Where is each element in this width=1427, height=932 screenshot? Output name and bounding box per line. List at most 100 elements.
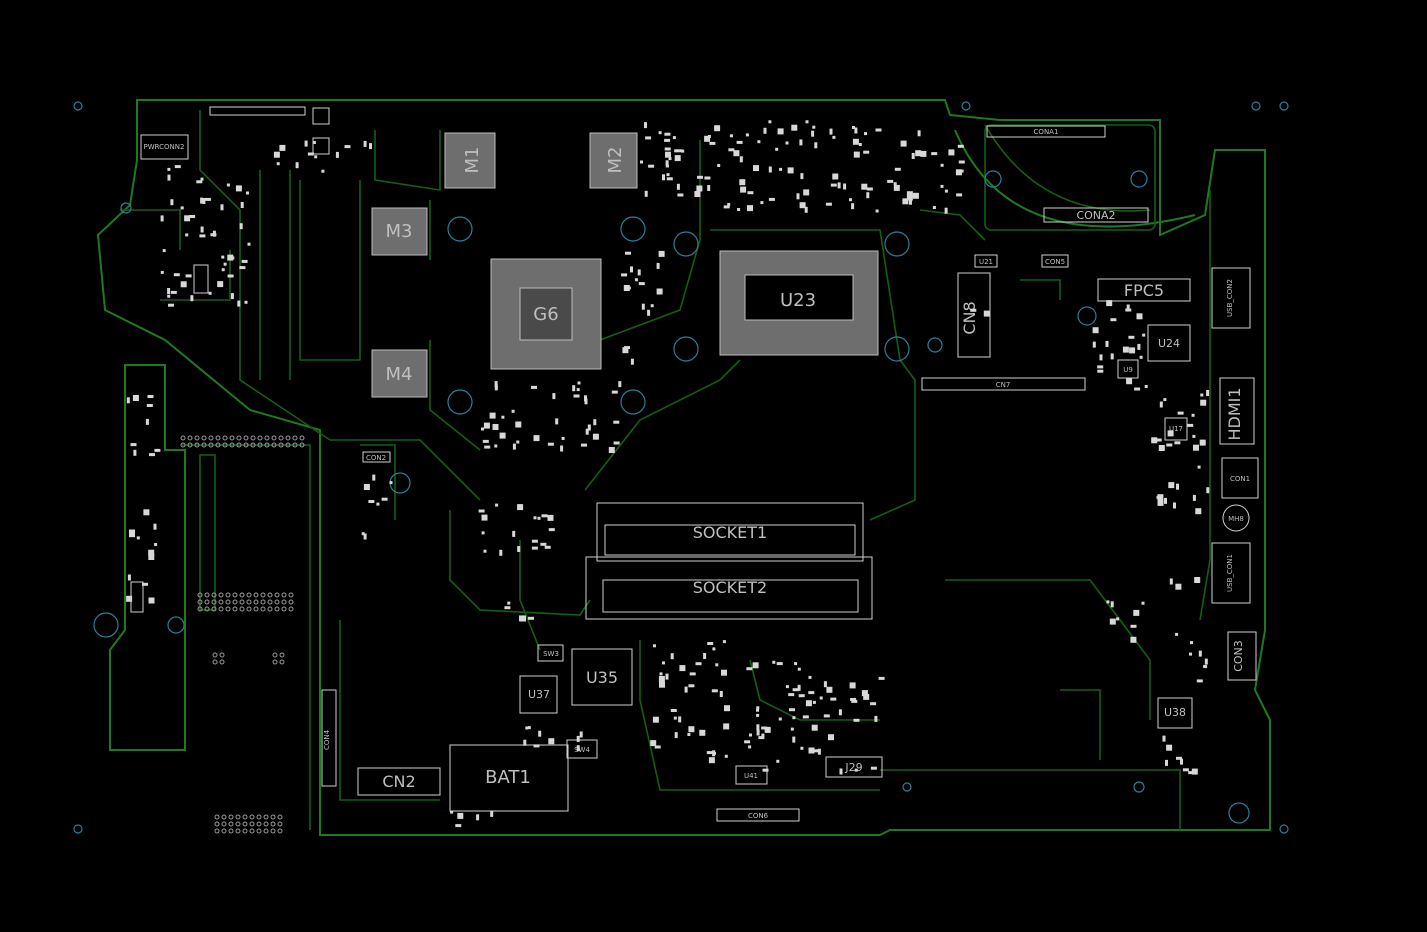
passive-pad: [230, 293, 234, 300]
passive-pad: [481, 531, 485, 535]
passive-pad: [627, 286, 631, 290]
passive-pad: [648, 164, 655, 168]
passive-pad: [746, 667, 753, 671]
passive-pad: [797, 684, 801, 691]
passive-pad: [481, 427, 484, 431]
passive-pad: [956, 193, 963, 197]
passive-pad: [1173, 502, 1176, 509]
passive-pad: [504, 606, 511, 610]
chip-top-small: [312, 107, 330, 125]
passive-pad: [129, 529, 135, 536]
passive-pad: [512, 443, 516, 450]
passive-pad: [1106, 600, 1110, 604]
passive-pad: [548, 738, 555, 745]
passive-pad: [717, 164, 721, 167]
passive-pad: [662, 661, 665, 665]
via: [243, 442, 249, 448]
passive-pad: [664, 138, 671, 142]
passive-pad: [239, 223, 243, 230]
passive-pad: [531, 385, 537, 389]
passive-pad: [1195, 508, 1202, 515]
passive-pad: [740, 186, 747, 193]
passive-pad: [665, 160, 669, 167]
board-outline: [96, 99, 1271, 836]
passive-pad: [200, 197, 204, 204]
passive-pad: [733, 150, 740, 157]
passive-pad: [146, 404, 153, 407]
passive-pad: [920, 150, 927, 157]
passive-pad: [247, 242, 251, 246]
passive-pad: [677, 193, 684, 197]
passive-pad: [912, 192, 919, 199]
passive-pad: [1167, 430, 1174, 437]
passive-pad: [722, 640, 726, 644]
via: [239, 599, 245, 605]
passive-pad: [279, 144, 286, 151]
passive-pad: [1097, 369, 1104, 373]
svg-text:CON6: CON6: [748, 812, 769, 820]
passive-pad: [544, 545, 551, 549]
passive-pad: [656, 262, 660, 269]
passive-pad: [958, 160, 965, 164]
passive-pad: [823, 714, 830, 718]
passive-pad: [745, 133, 749, 137]
passive-pad: [723, 723, 730, 730]
passive-pad: [368, 500, 375, 503]
passive-pad: [573, 394, 580, 398]
svg-text:M2: M2: [605, 147, 626, 174]
passive-pad: [312, 141, 316, 144]
passive-pad: [145, 418, 149, 425]
passive-pad: [1190, 641, 1193, 645]
passive-pad: [870, 766, 877, 770]
passive-pad: [760, 201, 764, 205]
passive-pad: [752, 662, 759, 669]
passive-pad: [455, 824, 462, 828]
svg-text:M4: M4: [386, 364, 413, 385]
via: [299, 442, 305, 448]
passive-pad: [1130, 636, 1137, 643]
passive-pad: [240, 202, 244, 208]
passive-pad: [1144, 385, 1148, 388]
connector-cn7: CN7: [921, 377, 1086, 391]
via: [236, 442, 242, 448]
passive-pad: [372, 474, 376, 481]
passive-pad: [579, 731, 583, 738]
passive-pad: [1162, 735, 1166, 742]
passive-pad: [217, 281, 224, 288]
passive-pad: [863, 693, 870, 700]
passive-pad: [1206, 487, 1210, 494]
via: [253, 606, 259, 612]
passive-pad: [785, 685, 789, 689]
chip-u38: U38: [1157, 697, 1193, 729]
via: [270, 821, 276, 827]
via: [270, 814, 276, 820]
passive-pad: [808, 691, 815, 695]
via: [236, 435, 242, 441]
passive-pad: [948, 149, 955, 156]
passive-pad: [483, 549, 487, 553]
passive-pad: [802, 715, 809, 719]
passive-pad: [656, 288, 663, 295]
passive-pad: [658, 131, 662, 135]
passive-pad: [695, 662, 702, 666]
via: [292, 442, 298, 448]
via: [211, 606, 217, 612]
passive-pad: [1158, 445, 1165, 451]
passive-pad: [756, 708, 759, 712]
passive-pad: [711, 689, 718, 693]
via: [204, 599, 210, 605]
svg-text:CONA2: CONA2: [1076, 209, 1115, 222]
passive-pad: [864, 132, 867, 136]
passive-pad: [665, 673, 669, 680]
via: [281, 606, 287, 612]
passive-pad: [819, 696, 823, 700]
passive-pad: [893, 182, 897, 186]
passive-pad: [658, 250, 665, 257]
passive-pad: [789, 708, 795, 712]
passive-pad: [1169, 578, 1173, 585]
via: [250, 442, 256, 448]
passive-pad: [703, 653, 707, 659]
passive-pad: [699, 729, 706, 736]
passive-pad: [932, 206, 936, 209]
passive-pad: [837, 182, 841, 189]
